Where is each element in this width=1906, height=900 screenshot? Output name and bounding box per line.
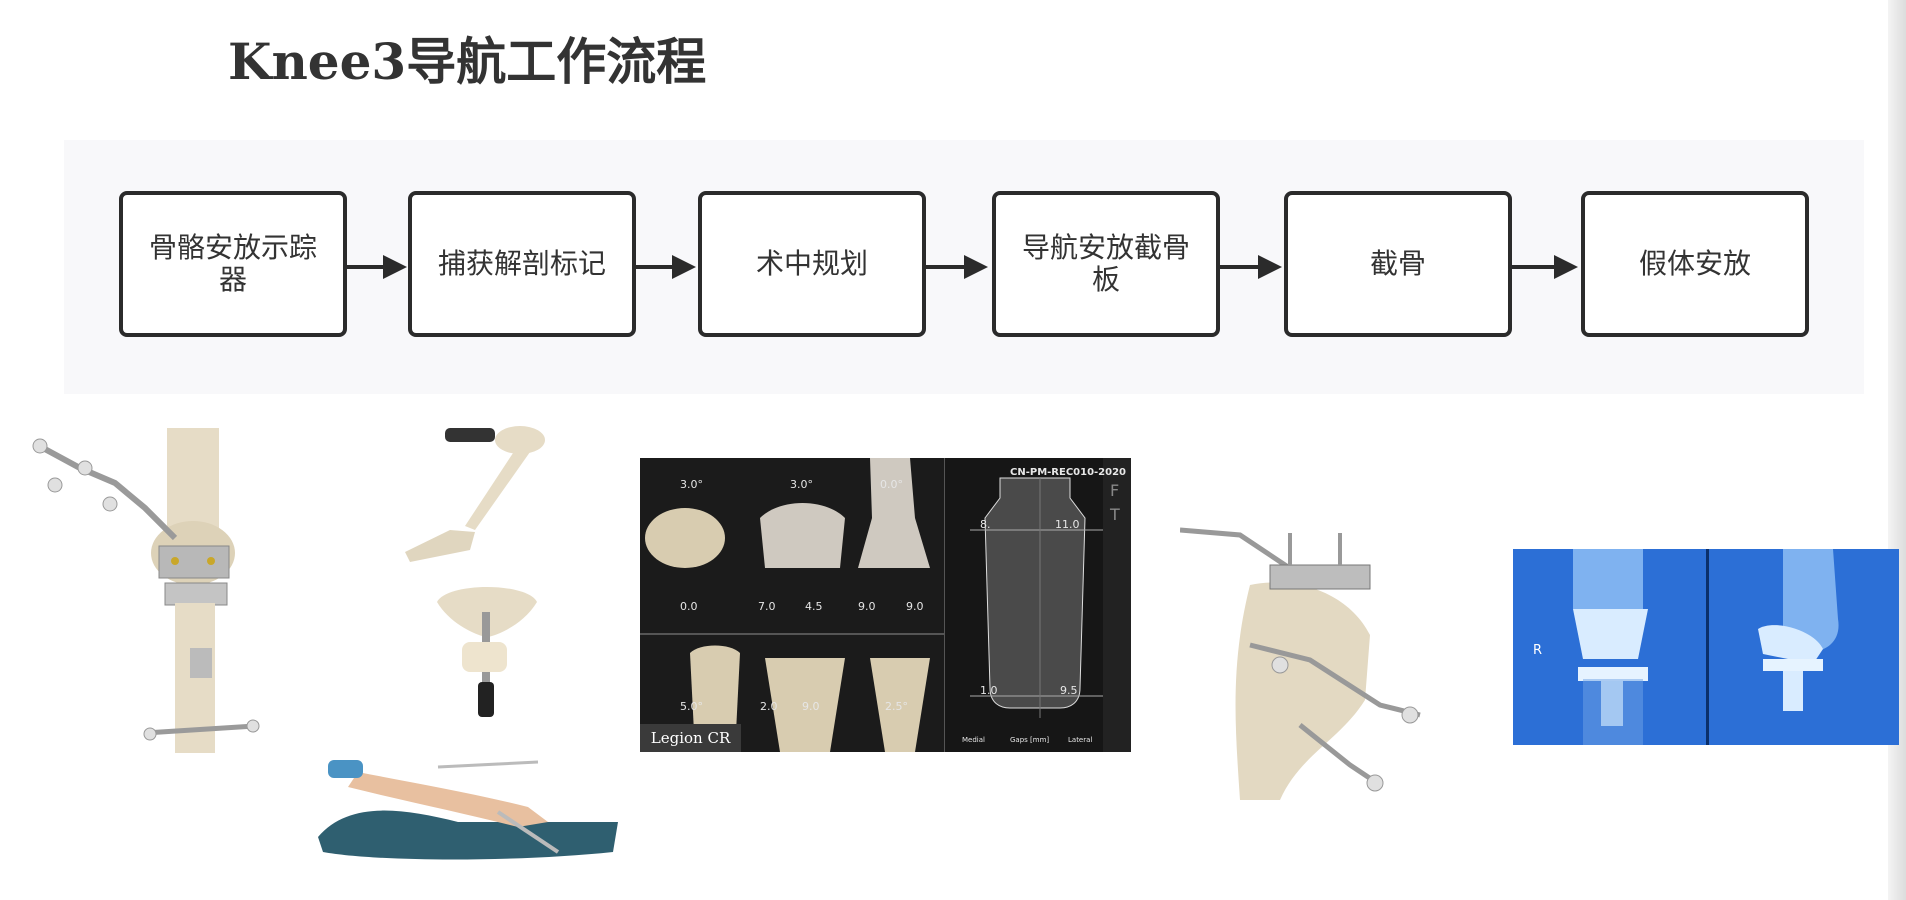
femur-rot-value: 0.0° [880, 478, 903, 491]
tracker-leg-image [32, 428, 260, 753]
femur-flex-value: 3.0° [680, 478, 703, 491]
step-label: 捕获解剖标记 [437, 247, 606, 280]
slide-title: Knee3导航工作流程 [228, 32, 707, 91]
tibia-lat-resect-value: 9.0 [802, 700, 820, 713]
step-label: 导航安放截骨板 [1021, 231, 1190, 296]
step-label: 术中规划 [755, 247, 868, 280]
slide-edge [1888, 0, 1906, 900]
side-letter-t: T [1109, 505, 1120, 524]
case-id-label: CN-PM-REC010-2020 [1010, 467, 1127, 478]
arrow-icon [1220, 255, 1282, 279]
workflow-panel: 骨骼安放示踪器 捕获解剖标记 术中规划 导航安放截骨板 截骨 假体安放 [64, 140, 1864, 394]
implant-label: Legion CR [640, 724, 741, 752]
tibia-med-resect-value: 2.0 [760, 700, 778, 713]
gap-axis-right: Lateral [1068, 736, 1092, 744]
gap-axis-center: Gaps [mm] [1010, 736, 1049, 744]
anatomy-probe-image [405, 426, 545, 562]
arrow-icon [1512, 255, 1578, 279]
workflow-step-2: 捕获解剖标记 [408, 191, 636, 337]
patella-probe-image [437, 587, 537, 717]
workflow-step-4: 导航安放截骨板 [992, 191, 1220, 337]
patient-table-image [318, 760, 618, 860]
femur-ant-value: 0.0 [680, 600, 698, 613]
gap-top-med-value: 8. [980, 518, 991, 531]
workflow-step-6: 假体安放 [1581, 191, 1809, 337]
nav-screen-graphic [640, 458, 1131, 752]
femur-med-post-value: 9.0 [858, 600, 876, 613]
workflow-step-5: 截骨 [1284, 191, 1512, 337]
workflow-step-3: 术中规划 [698, 191, 926, 337]
arrow-icon [347, 255, 407, 279]
tibia-slope-value: 5.0° [680, 700, 703, 713]
gap-axis-left: Medial [962, 736, 985, 744]
side-letter-f: F [1110, 481, 1119, 500]
workflow-step-1: 骨骼安放示踪器 [119, 191, 347, 337]
femur-med-dist-value: 7.0 [758, 600, 776, 613]
step-label: 截骨 [1369, 247, 1426, 280]
xray-image: R [1513, 549, 1899, 745]
tibia-varus-value: 2.5° [885, 700, 908, 713]
gap-top-lat-value: 11.0 [1055, 518, 1080, 531]
nav-value-labels: 3.0° 3.0° 0.0° 0.0 7.0 4.5 9.0 9.0 5.0° … [680, 478, 1120, 744]
navigation-screen-image: CN-PM-REC010-2020 3.0° 3.0° 0.0° 0.0 7.0… [640, 458, 1131, 752]
gap-bottom-med-value: 1.0 [980, 684, 998, 697]
arrow-icon [926, 255, 988, 279]
femur-lat-dist-value: 4.5 [805, 600, 823, 613]
step-label: 假体安放 [1638, 247, 1751, 280]
xray-side-marker: R [1533, 643, 1542, 658]
step-label: 骨骼安放示踪器 [148, 231, 317, 296]
gap-bottom-lat-value: 9.5 [1060, 684, 1078, 697]
femur-lat-post-value: 9.0 [906, 600, 924, 613]
cutting-block-image [1180, 527, 1421, 800]
arrow-icon [636, 255, 696, 279]
femur-varus-value: 3.0° [790, 478, 813, 491]
